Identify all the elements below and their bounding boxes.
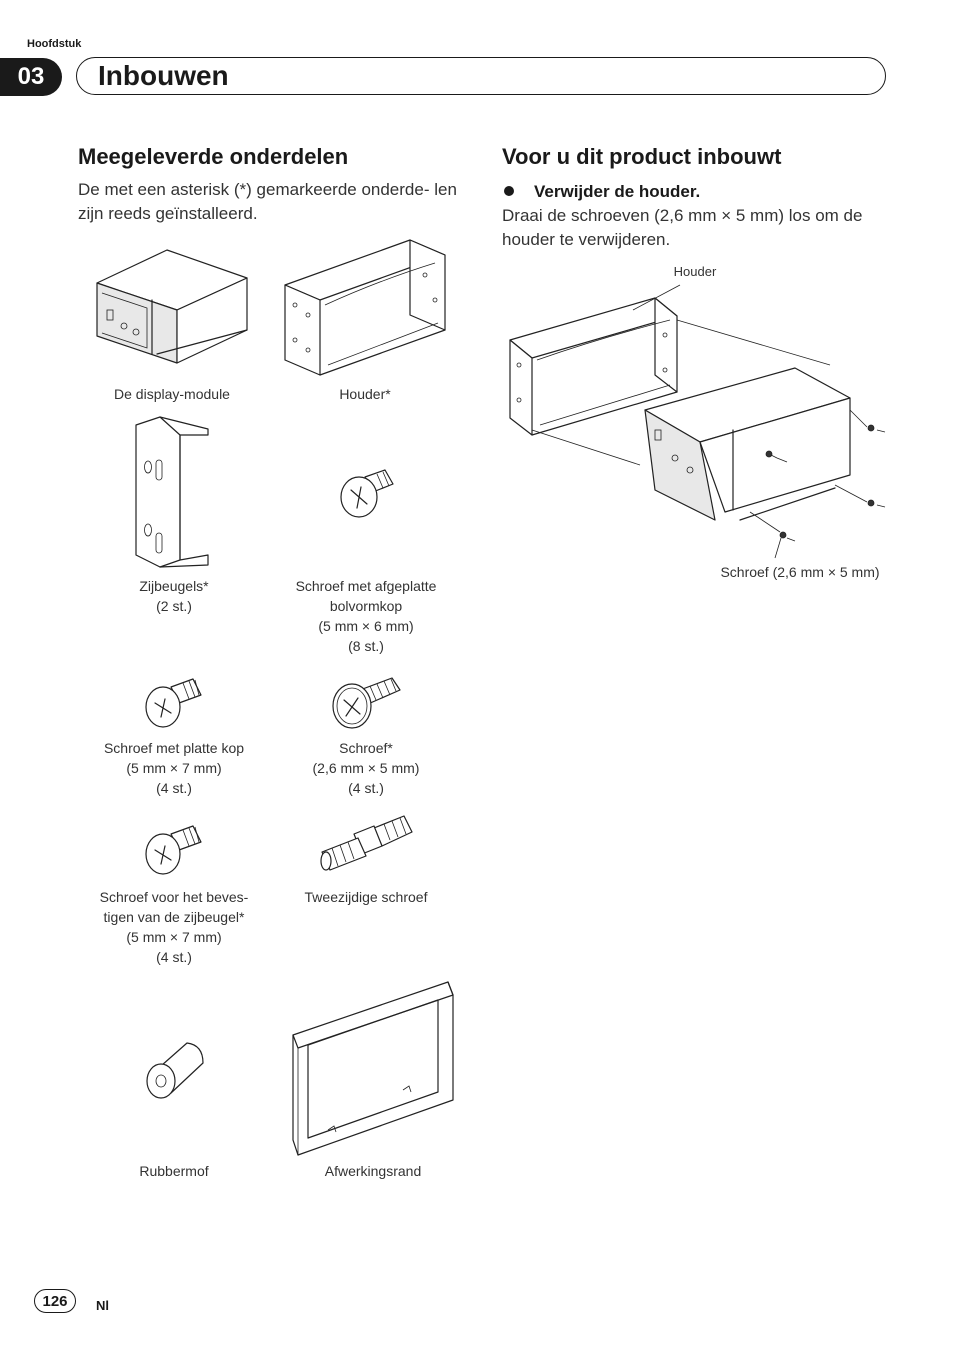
chapter-title-bar: [76, 57, 886, 95]
chapter-number-badge: 03: [0, 58, 62, 96]
part-caption: Houder*: [339, 386, 391, 402]
chapter-label: Hoofdstuk: [27, 38, 82, 50]
parts-intro-text: De met een asterisk (*) gemarkeerde onde…: [78, 180, 457, 223]
language-code: Nl: [96, 1298, 109, 1313]
part-caption: Zijbeugels*(2 st.): [139, 578, 209, 614]
screw-icon: [332, 677, 401, 729]
step-title: Verwijder de houder.: [534, 182, 701, 201]
flat-head-screw-icon: [145, 678, 202, 728]
holder-sleeve-icon: [284, 239, 446, 376]
diagram-label-holder: Houder: [673, 264, 717, 279]
holder-removal-diagram: [509, 284, 886, 559]
section-heading-before-install: Voor u dit product inbouwt: [502, 144, 782, 169]
display-module-icon: [96, 249, 248, 364]
bracket-screw-icon: [145, 825, 202, 875]
step-text: Draai de schroeven (2,6 mm × 5 mm) los o…: [502, 206, 863, 249]
rubber-bush-icon: [146, 1042, 204, 1099]
part-caption: Schroef*(2,6 mm × 5 mm)(4 st.): [312, 740, 420, 796]
part-caption: De display-module: [114, 386, 230, 402]
part-caption: Tweezijdige schroef: [304, 889, 428, 905]
diagram-label-screw: Schroef (2,6 mm × 5 mm): [720, 564, 880, 580]
side-bracket-icon: [135, 416, 209, 568]
part-caption: Rubbermof: [139, 1163, 209, 1179]
double-ended-screw-icon: [320, 815, 413, 871]
bullet-icon: [504, 186, 514, 196]
section-heading-parts: Meegeleverde onderdelen: [78, 144, 349, 169]
truss-head-screw-icon: [340, 469, 394, 518]
trim-ring-icon: [292, 981, 454, 1156]
page-number: 126: [34, 1289, 76, 1313]
part-caption: Schroef met platte kop(5 mm × 7 mm)(4 st…: [103, 740, 245, 796]
part-caption: Schroef voor het beves-tigen van de zijb…: [99, 889, 249, 965]
part-caption: Afwerkingsrand: [324, 1163, 422, 1179]
chapter-title: Inbouwen: [98, 60, 229, 91]
